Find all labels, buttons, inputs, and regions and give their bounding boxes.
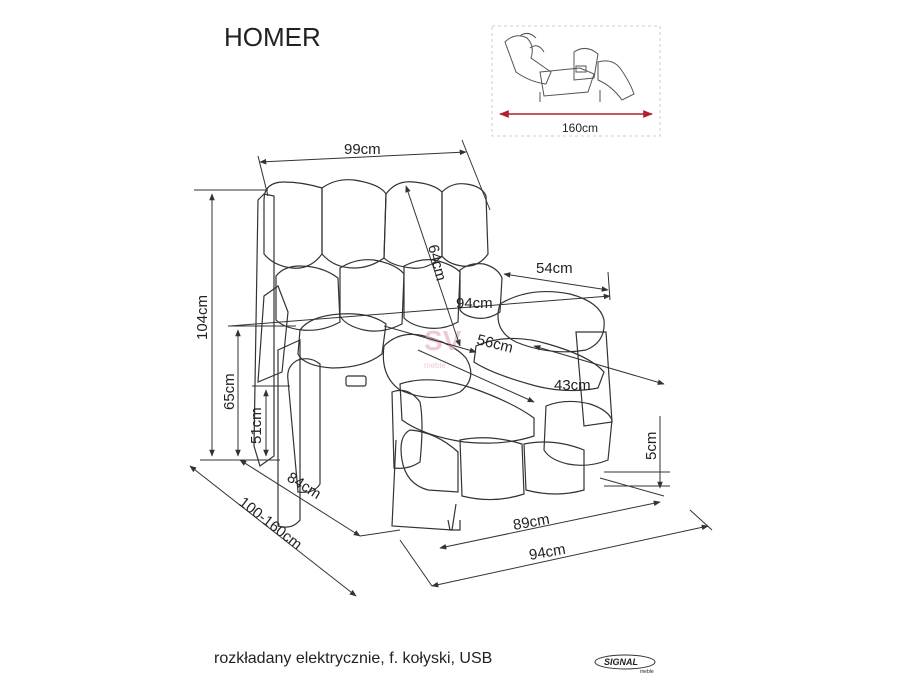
logo-sub: meble — [640, 669, 654, 674]
svg-text:meble: meble — [424, 361, 446, 370]
dim-depth: 84cm — [284, 469, 324, 503]
dim-armrest-width: 43cm — [554, 377, 591, 394]
svg-text:SV: SV — [424, 325, 462, 356]
inset-length-label: 160cm — [562, 121, 598, 135]
dim-inner-width: 94cm — [456, 295, 493, 312]
dim-base-width: 89cm — [512, 511, 551, 534]
dim-total-height: 104cm — [194, 295, 211, 340]
dim-foot-height: 5cm — [643, 432, 660, 460]
product-title: HOMER — [224, 22, 321, 52]
dim-width-top: 99cm — [344, 141, 381, 158]
dim-armrest-length: 54cm — [536, 260, 573, 277]
dim-seat-depth: 56cm — [475, 331, 515, 356]
dim-seat-height: 51cm — [248, 407, 265, 444]
dim-armrest-height: 65cm — [221, 373, 238, 410]
inset-reclined-chair: 160cm — [491, 25, 661, 137]
signal-logo: SIGNAL meble — [594, 654, 656, 674]
dim-total-width: 94cm — [528, 541, 567, 564]
dim-depth-range: 100-160cm — [236, 494, 306, 554]
logo-name: SIGNAL — [604, 657, 638, 667]
feature-caption: rozkładany elektrycznie, f. kołyski, USB — [214, 650, 493, 667]
dim-backrest-height: 64cm — [424, 243, 449, 283]
dimension-lines — [189, 139, 713, 597]
watermark-logo: SV meble — [424, 325, 462, 370]
